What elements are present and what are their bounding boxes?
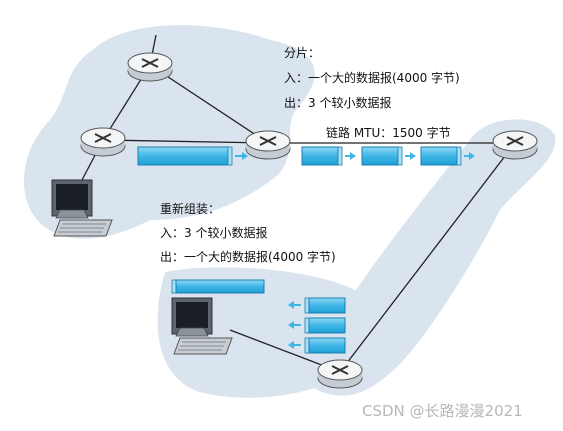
link-top-center	[149, 64, 269, 144]
link-mtu-label: 链路 MTU：1500 字节	[326, 126, 451, 140]
fragment-1	[301, 146, 343, 166]
large-datagram	[137, 146, 233, 166]
arrow-right-icon	[405, 152, 416, 160]
arrow-left-icon	[288, 321, 301, 329]
arrow-left-icon	[288, 301, 301, 309]
computer-icon	[51, 179, 113, 237]
router-icon	[127, 52, 173, 82]
link-left-center	[102, 139, 269, 144]
reassembly-output: 出：一个大的数据报(4000 字节)	[160, 250, 336, 264]
fragmentation-input: 入：一个大的数据报(4000 字节)	[284, 71, 460, 85]
arrow-right-icon	[464, 152, 475, 160]
router-icon	[492, 130, 538, 160]
reassembly-title: 重新组装：	[160, 202, 221, 216]
network-cloud-top	[23, 25, 315, 239]
reassembly-input: 入：3 个较小数据报	[160, 226, 268, 240]
router-icon	[317, 359, 363, 389]
watermark: CSDN @长路漫漫2021	[362, 402, 523, 420]
router-icon	[245, 130, 291, 160]
link-right-bottom	[339, 142, 516, 373]
fragmentation-output: 出：3 个较小数据报	[284, 96, 392, 110]
fragmentation-title: 分片：	[284, 46, 321, 60]
arrow-right-icon	[345, 152, 356, 160]
fragment-3	[420, 146, 462, 166]
reassembled-datagram	[171, 279, 265, 294]
incoming-fragment-1	[304, 297, 346, 314]
fragment-2	[361, 146, 403, 166]
router-icon	[80, 127, 126, 157]
incoming-fragment-3	[304, 337, 346, 354]
arrow-right-icon	[235, 152, 248, 160]
computer-icon	[171, 297, 233, 355]
incoming-fragment-2	[304, 317, 346, 334]
arrow-left-icon	[288, 341, 301, 349]
